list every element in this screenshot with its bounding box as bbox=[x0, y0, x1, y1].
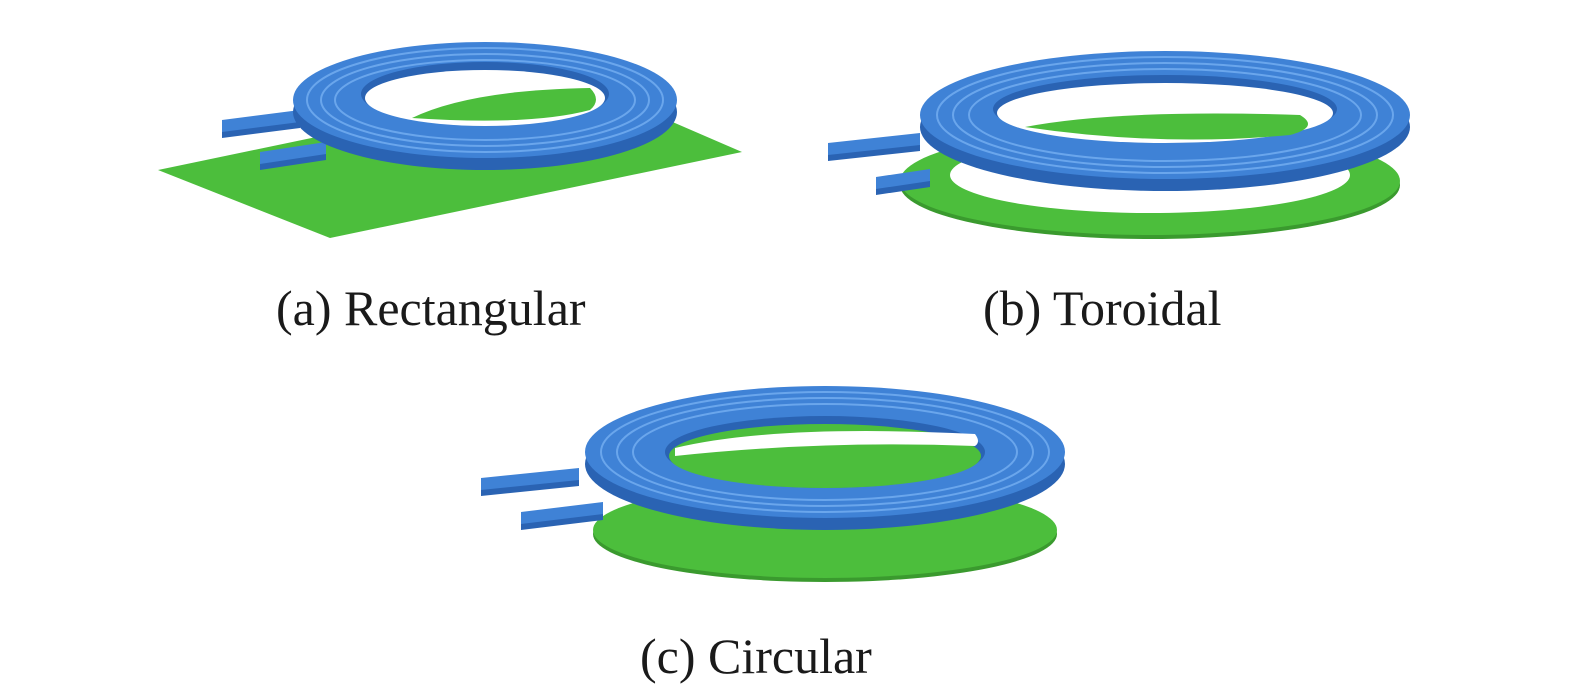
panel-circular bbox=[475, 380, 1075, 600]
caption-rectangular: (a) Rectangular bbox=[276, 280, 586, 336]
panel-rectangular bbox=[150, 30, 750, 250]
spiral-coil bbox=[920, 51, 1410, 191]
spiral-coil bbox=[585, 386, 1065, 530]
rectangular-coil-diagram bbox=[158, 42, 742, 238]
caption-toroidal: (b) Toroidal bbox=[983, 280, 1222, 336]
coil-leads bbox=[222, 110, 326, 170]
circular-coil-diagram bbox=[481, 386, 1065, 582]
toroidal-coil-diagram bbox=[828, 51, 1410, 239]
coil-leads bbox=[481, 468, 603, 530]
caption-circular: (c) Circular bbox=[640, 628, 872, 684]
panel-toroidal bbox=[820, 35, 1420, 255]
spiral-coil bbox=[293, 42, 677, 170]
coil-leads bbox=[828, 133, 930, 195]
